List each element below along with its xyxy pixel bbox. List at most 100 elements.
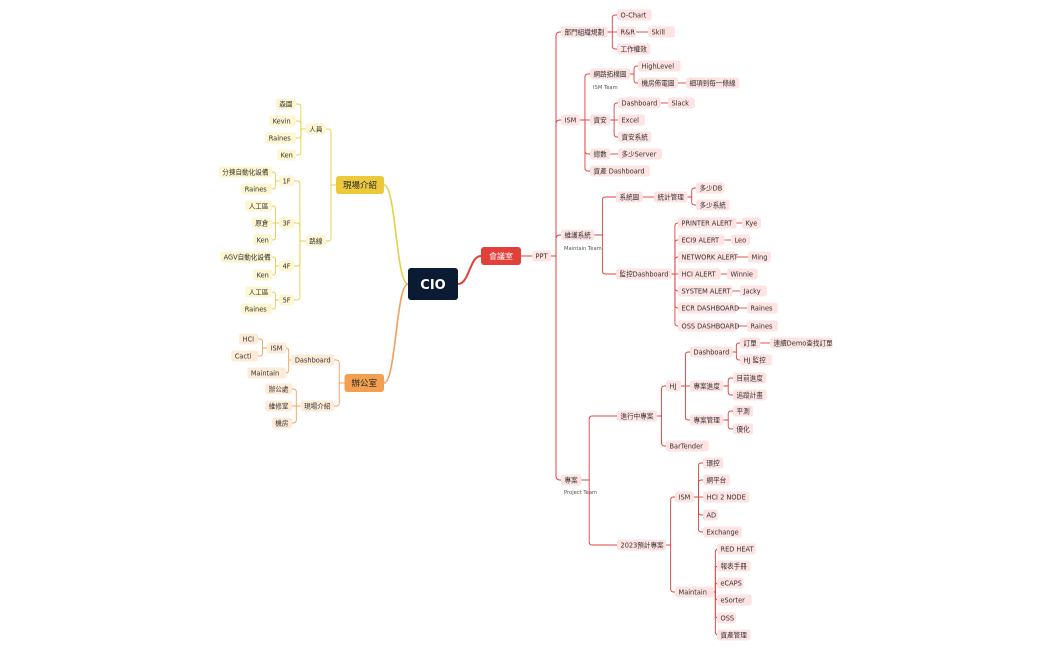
node-hj[interactable]: HJ (666, 380, 681, 392)
node-r-r[interactable]: R&R (617, 26, 636, 38)
node-jacky[interactable]: Jacky (740, 285, 767, 297)
node-dashboard[interactable]: Dashboard (618, 97, 661, 109)
node-cjk[interactable]: 系統圖 (616, 191, 643, 203)
node-raines[interactable]: Raines (747, 302, 778, 314)
node-ken[interactable]: Ken (277, 149, 296, 161)
node-server[interactable]: 多少Server (618, 148, 662, 160)
node-system-alert[interactable]: SYSTEM ALERT (678, 285, 733, 297)
node-db[interactable]: 多少DB (696, 182, 725, 194)
node-hj[interactable]: HJ 監控 (740, 354, 773, 366)
node-eci9-alert[interactable]: ECI9 ALERT (678, 234, 725, 246)
node-cjk[interactable]: 專案 (561, 474, 582, 486)
node-hci-2-node[interactable]: HCI 2 NODE (703, 491, 750, 503)
node-cjk[interactable]: 部門組織規劃 (561, 26, 608, 38)
node-cjk[interactable]: 維修室 (265, 400, 292, 412)
root-node-cio[interactable]: CIO (408, 268, 458, 300)
node-cacti[interactable]: Cacti (231, 350, 258, 362)
node-cjk[interactable]: 進行中專案 (617, 410, 657, 422)
node-cjk[interactable]: 專案進度 (690, 380, 724, 392)
node-cjk[interactable]: 網平台 (703, 474, 730, 486)
node-cjk[interactable]: 報表手冊 (717, 560, 751, 572)
node-ad[interactable]: AD (703, 509, 718, 521)
node-kevin[interactable]: Kevin (269, 115, 296, 127)
node-hci[interactable]: HCI (239, 333, 258, 345)
node-red-heat[interactable]: RED HEAT (717, 543, 756, 555)
node-dashboard[interactable]: 資產 Dashboard (590, 165, 650, 177)
node-cjk[interactable]: 網路拓樸圖 (590, 68, 630, 80)
node-raines[interactable]: Raines (241, 183, 272, 195)
node-ecr-dashboard[interactable]: ECR DASHBOARD (678, 302, 739, 314)
node-cjk[interactable]: 訂單 (740, 337, 761, 349)
node-cjk[interactable]: 路線 (305, 235, 326, 247)
node-cjk[interactable]: 機房佈電圖 (638, 77, 678, 89)
node-cjk[interactable]: 人員 (305, 123, 326, 135)
node-network-alert[interactable]: NETWORK ALERT (678, 251, 739, 263)
branch-office[interactable]: 辦公室 (344, 374, 385, 392)
branch-meeting-room[interactable]: 會議室 (481, 247, 521, 265)
node-highlevel[interactable]: HighLevel (638, 60, 681, 72)
node-cjk[interactable]: 人工區 (245, 286, 272, 298)
node-ming[interactable]: Ming (748, 251, 771, 263)
node-label: 資安系統 (622, 132, 649, 141)
node-cjk[interactable]: 人工區 (245, 200, 272, 212)
branch-site-intro[interactable]: 現場介紹 (336, 176, 384, 194)
node-cjk[interactable]: 平測 (733, 405, 754, 417)
node-raines[interactable]: Raines (265, 132, 296, 144)
node-3f[interactable]: 3F (279, 217, 294, 229)
node-hci-alert[interactable]: HCI ALERT (678, 268, 721, 280)
node-cjk[interactable]: 工作權效 (617, 43, 651, 55)
node-cjk[interactable]: 維護系統 (561, 229, 595, 241)
node-ism[interactable]: ISM (267, 342, 286, 354)
node-cjk[interactable]: 目前進度 (733, 372, 767, 384)
node-excel[interactable]: Excel (618, 114, 645, 126)
node-kye[interactable]: Kye (742, 217, 761, 229)
node-dashboard[interactable]: Dashboard (291, 354, 334, 366)
node-cjk[interactable]: 森園 (275, 98, 296, 110)
node-demo[interactable]: 連續Demo查找訂單 (770, 337, 833, 349)
node-ism[interactable]: ISM (675, 491, 694, 503)
node-cjk[interactable]: 多少系統 (696, 199, 730, 211)
node-winnie[interactable]: Winnie (727, 268, 758, 280)
node-cjk[interactable]: 分揀自動化設備 (218, 166, 272, 178)
node-cjk[interactable]: 辦公處 (265, 383, 292, 395)
node-cjk[interactable]: 資產管理 (717, 629, 751, 641)
node-maintain[interactable]: Maintain (675, 586, 714, 598)
node-cjk[interactable]: 環控 (703, 457, 724, 469)
node-esorter[interactable]: eSorter (717, 594, 752, 606)
node-4f[interactable]: 4F (279, 260, 294, 272)
node-cjk[interactable]: 細項到每一條線 (686, 77, 740, 89)
node-cjk[interactable]: 優化 (733, 423, 754, 435)
node-cjk[interactable]: 原倉 (251, 217, 272, 229)
node-ken[interactable]: Ken (253, 234, 272, 246)
node-bartender[interactable]: BarTender (666, 440, 709, 452)
node-cjk[interactable]: 追蹤計畫 (733, 389, 767, 401)
node-agv[interactable]: AGV自動化設備 (220, 251, 272, 263)
node-1f[interactable]: 1F (279, 175, 294, 187)
node-dashboard[interactable]: 監控Dashboard (616, 268, 672, 280)
node-slack[interactable]: Slack (668, 97, 695, 109)
node-cjk[interactable]: 現場介紹 (300, 400, 334, 412)
node-maintain[interactable]: Maintain (247, 367, 286, 379)
node-skill[interactable]: Skill (648, 26, 675, 38)
node-2023[interactable]: 2023預計專案 (617, 539, 667, 551)
node-cjk[interactable]: 資安系統 (618, 131, 652, 143)
node-5f[interactable]: 5F (279, 294, 294, 306)
node-ism[interactable]: ISM (561, 114, 580, 126)
node-ecaps[interactable]: eCAPS (717, 577, 744, 589)
node-oss-dashboard[interactable]: OSS DASHBOARD (678, 320, 739, 332)
node-raines[interactable]: Raines (747, 320, 778, 332)
node-o-chart[interactable]: O-Chart (617, 9, 652, 21)
node-raines[interactable]: Raines (241, 303, 272, 315)
node-cjk[interactable]: 統計管理 (654, 191, 688, 203)
node-exchange[interactable]: Exchange (703, 526, 742, 538)
node-cjk[interactable]: 總數 (590, 148, 611, 160)
node-cjk[interactable]: 資安 (590, 114, 611, 126)
node-ppt[interactable]: PPT (532, 250, 551, 262)
node-ken[interactable]: Ken (253, 269, 272, 281)
node-leo[interactable]: Leo (731, 234, 750, 246)
node-cjk[interactable]: 機房 (271, 417, 292, 429)
node-printer-alert[interactable]: PRINTER ALERT (678, 217, 737, 229)
node-oss[interactable]: OSS (717, 612, 736, 624)
node-dashboard[interactable]: Dashboard (690, 346, 733, 358)
node-cjk[interactable]: 專案管理 (690, 414, 724, 426)
